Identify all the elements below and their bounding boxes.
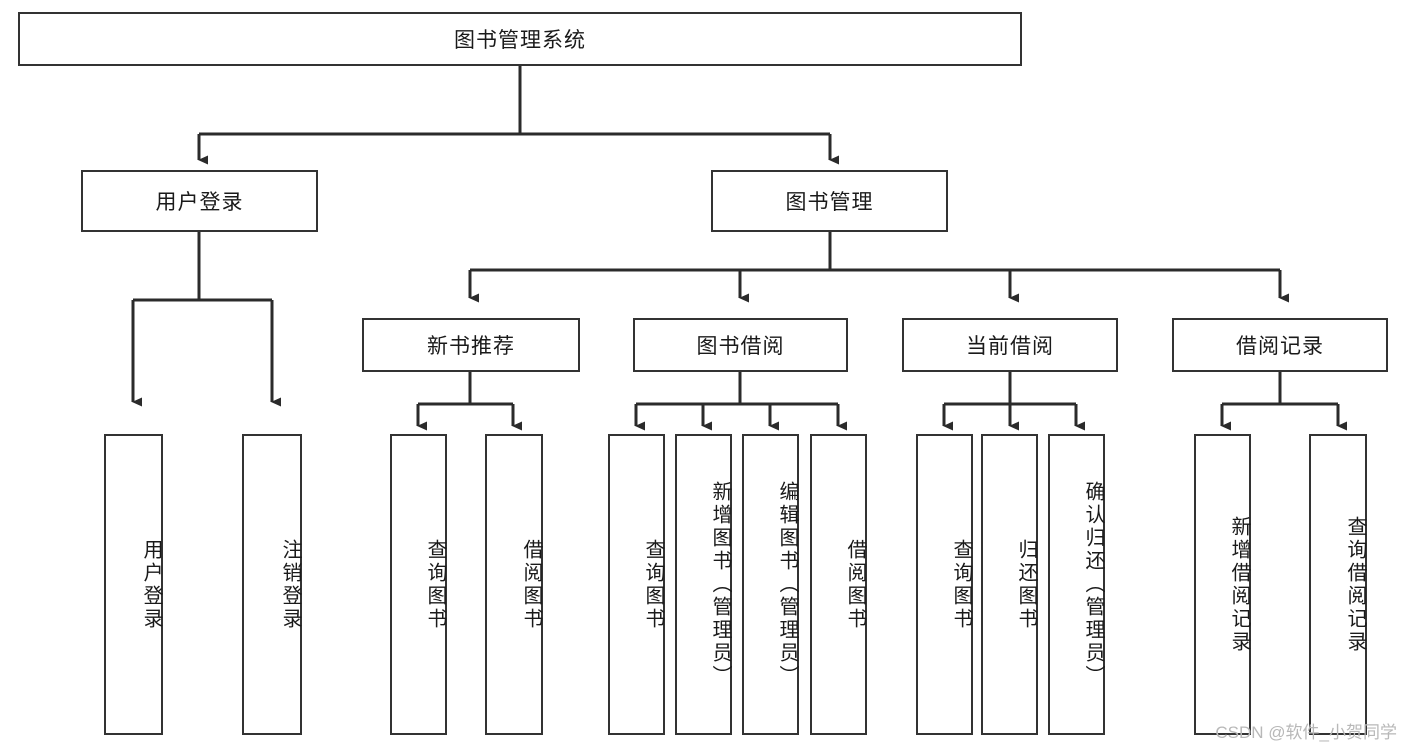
node-leaf-add-book[interactable]: 新增图书（管理员）: [675, 434, 732, 735]
node-leaf-confirm-return-label: 确认归还（管理员）: [1082, 481, 1104, 688]
node-leaf-query-book-1-label: 查询图书: [424, 538, 446, 631]
node-leaf-edit-book-label: 编辑图书（管理员）: [776, 481, 798, 688]
node-leaf-add-book-label: 新增图书（管理员）: [709, 481, 731, 688]
node-leaf-borrow-book-2[interactable]: 借阅图书: [810, 434, 867, 735]
node-leaf-query-book-3-label: 查询图书: [950, 538, 972, 631]
node-leaf-borrow-book-1[interactable]: 借阅图书: [485, 434, 543, 735]
node-leaf-query-book-1[interactable]: 查询图书: [390, 434, 447, 735]
node-book-manage[interactable]: 图书管理: [711, 170, 948, 232]
node-leaf-borrow-book-2-label: 借阅图书: [844, 538, 866, 631]
node-leaf-confirm-return[interactable]: 确认归还（管理员）: [1048, 434, 1105, 735]
node-user-login[interactable]: 用户登录: [81, 170, 318, 232]
node-new-book-recommend[interactable]: 新书推荐: [362, 318, 580, 372]
node-leaf-query-record-label: 查询借阅记录: [1344, 515, 1366, 654]
watermark-text: CSDN @软件_小贺同学: [1215, 723, 1397, 742]
node-leaf-query-book-2[interactable]: 查询图书: [608, 434, 665, 735]
node-leaf-user-login[interactable]: 用户登录: [104, 434, 163, 735]
node-leaf-borrow-book-1-label: 借阅图书: [520, 538, 542, 631]
node-leaf-user-logout-label: 注销登录: [279, 538, 301, 631]
node-leaf-user-login-label: 用户登录: [140, 538, 162, 631]
node-root-system[interactable]: 图书管理系统: [18, 12, 1022, 66]
node-leaf-add-record[interactable]: 新增借阅记录: [1194, 434, 1251, 735]
node-leaf-add-record-label: 新增借阅记录: [1228, 515, 1250, 654]
node-leaf-query-book-3[interactable]: 查询图书: [916, 434, 973, 735]
node-borrow-record[interactable]: 借阅记录: [1172, 318, 1388, 372]
node-current-borrow[interactable]: 当前借阅: [902, 318, 1118, 372]
node-leaf-query-record[interactable]: 查询借阅记录: [1309, 434, 1367, 735]
node-leaf-edit-book[interactable]: 编辑图书（管理员）: [742, 434, 799, 735]
node-leaf-return-book[interactable]: 归还图书: [981, 434, 1038, 735]
node-book-borrow[interactable]: 图书借阅: [633, 318, 848, 372]
node-leaf-query-book-2-label: 查询图书: [642, 538, 664, 631]
node-leaf-return-book-label: 归还图书: [1015, 538, 1037, 631]
node-leaf-user-logout[interactable]: 注销登录: [242, 434, 302, 735]
